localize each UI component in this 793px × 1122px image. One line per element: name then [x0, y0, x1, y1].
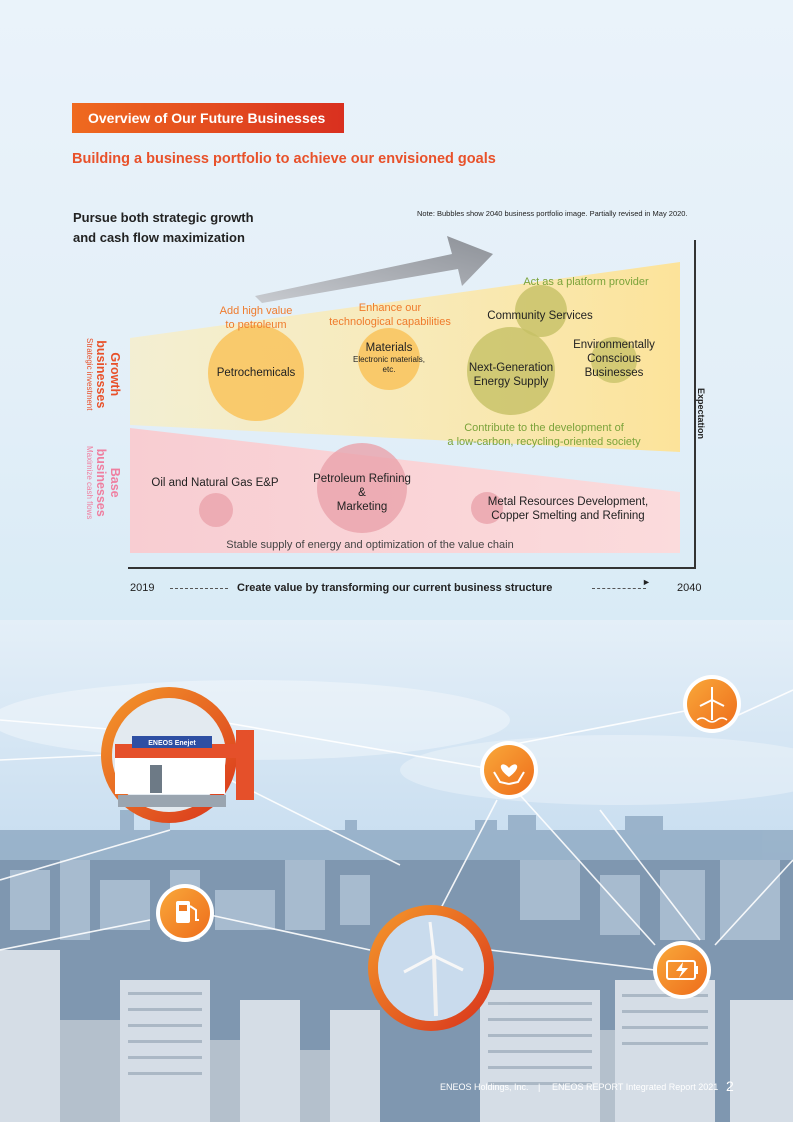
nextgen-line-2: Energy Supply: [473, 376, 549, 388]
env-line-3: Businesses: [584, 367, 644, 379]
materials-title: Materials: [365, 342, 413, 354]
time-axis: [128, 567, 696, 569]
nextgen-line-1: Next-Generation: [468, 362, 554, 374]
enhance-line-2: technological capabilities: [329, 316, 451, 328]
svg-text:ENEOS Enejet: ENEOS Enejet: [148, 740, 196, 747]
growth-sub: Strategic investment: [85, 338, 94, 411]
timeline-caption: Create value by transforming our current…: [237, 582, 553, 594]
stable-annotation: Stable supply of energy and optimization…: [226, 539, 514, 551]
timeline-dash-right: [592, 588, 646, 589]
petrochemicals-label: Petrochemicals: [216, 367, 296, 379]
refining-line-1: Petroleum Refining: [313, 473, 411, 485]
footer-company: ENEOS Holdings, Inc.: [440, 1082, 529, 1092]
timeline-end: 2040: [677, 582, 702, 594]
base-sub: Maximize cash flows: [85, 446, 94, 520]
metal-line-2: Copper Smelting and Refining: [491, 510, 645, 522]
metal-line-1: Metal Resources Development,: [487, 496, 649, 508]
platform-annotation: Act as a platform provider: [523, 276, 649, 288]
oilgas-label: Oil and Natural Gas E&P: [151, 477, 279, 489]
bubble-environmental: [591, 337, 637, 383]
contribute-line-1: Contribute to the development of: [464, 422, 624, 434]
env-line-2: Conscious: [587, 353, 641, 365]
base-title-2: businesses: [94, 448, 108, 517]
page-subtitle: Building a business portfolio to achieve…: [72, 151, 496, 167]
community-label: Community Services: [487, 310, 593, 322]
refining-label: Petroleum Refining & Marketing: [300, 472, 424, 514]
add-value-line-1: Add high value: [219, 305, 293, 317]
lead-line-2: and cash flow maximization: [73, 230, 245, 245]
bubble-metal: [471, 492, 503, 524]
refining-line-2: &: [358, 487, 366, 499]
lead-text: Pursue both strategic growth and cash fl…: [73, 208, 254, 248]
environmental-label: Environmentally Conscious Businesses: [562, 338, 666, 380]
contribute-annotation: Contribute to the development of a low-c…: [424, 421, 664, 449]
materials-sub-1: Electronic materials,: [352, 355, 426, 364]
timeline-dash-left: [170, 588, 228, 589]
bubble-oilgas: [199, 493, 233, 527]
section-tag: Overview of Our Future Businesses: [72, 103, 344, 133]
chart-note: Note: Bubbles show 2040 business portfol…: [417, 209, 688, 218]
base-group-label: Base businesses Maximize cash flows: [84, 446, 122, 519]
materials-label: Materials Electronic materials, etc.: [339, 341, 439, 375]
bubble-materials: [358, 328, 420, 390]
add-value-annotation: Add high value to petroleum: [206, 304, 306, 332]
expectation-axis: [694, 240, 696, 568]
lead-line-1: Pursue both strategic growth: [73, 210, 254, 225]
timeline-arrowhead: ►: [642, 577, 651, 587]
metal-label: Metal Resources Development, Copper Smel…: [474, 495, 662, 523]
materials-sub-2: etc.: [382, 365, 396, 374]
bubble-petrochemicals: [208, 325, 304, 421]
timeline-start: 2019: [130, 582, 155, 594]
bubble-refining: [317, 443, 407, 533]
growth-title-2: businesses: [94, 340, 108, 409]
growth-title-1: Growth: [108, 352, 122, 397]
bubble-nextgen: [467, 327, 555, 415]
add-value-line-2: to petroleum: [225, 319, 287, 331]
base-title-1: Base: [108, 467, 122, 498]
growth-group-label: Growth businesses Strategic investment: [84, 338, 122, 410]
refining-line-3: Marketing: [336, 501, 388, 513]
footer-report: ENEOS REPORT Integrated Report 2021: [552, 1082, 719, 1092]
expectation-label: Expectation: [696, 388, 706, 440]
city-network-illustration: ENEOS Enejet: [0, 620, 793, 1122]
page-number: 2: [726, 1078, 734, 1094]
enhance-annotation: Enhance our technological capabilities: [310, 301, 470, 329]
enhance-line-1: Enhance our: [358, 302, 422, 314]
footer-divider: |: [538, 1082, 541, 1092]
contribute-line-2: a low-carbon, recycling-oriented society: [447, 436, 641, 448]
env-line-1: Environmentally: [573, 339, 655, 351]
bubble-community: [515, 285, 567, 337]
nextgen-label: Next-Generation Energy Supply: [456, 361, 566, 389]
portfolio-diagram: [130, 236, 680, 553]
growth-arrow: [255, 236, 493, 303]
